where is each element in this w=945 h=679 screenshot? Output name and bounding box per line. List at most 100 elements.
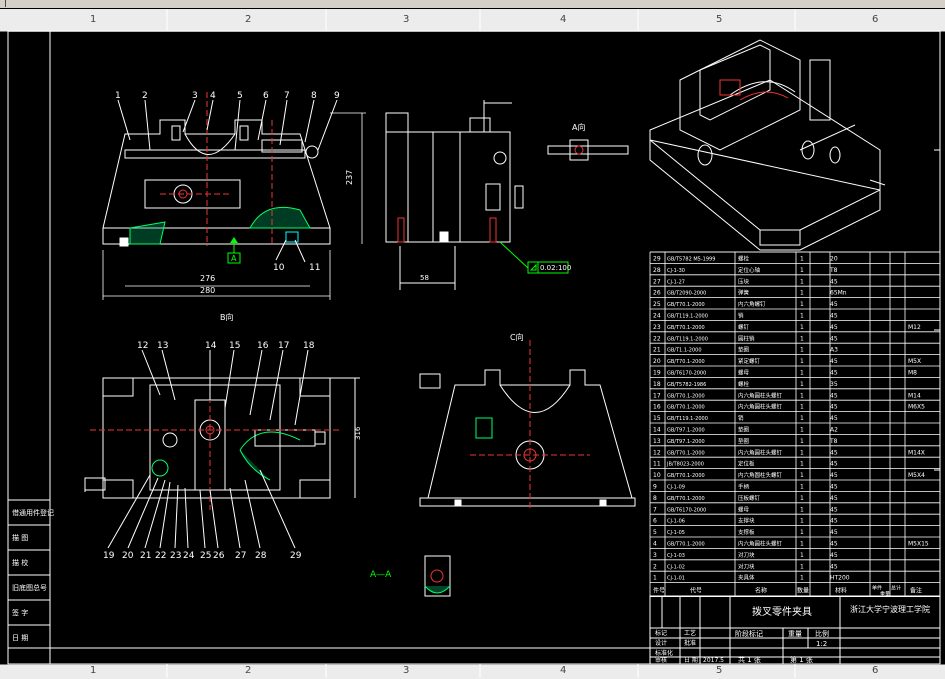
balloon-number: 12 (137, 341, 148, 351)
view-a-detail (547, 139, 629, 161)
bom-row-qty: 1 (800, 427, 804, 434)
bom-row-name: 垫圈 (738, 346, 750, 354)
right-edge-ticks (934, 149, 940, 471)
side-view (385, 100, 524, 290)
grid-column-label-bottom: 6 (872, 665, 879, 676)
grid-column-label-bottom: 5 (716, 665, 723, 676)
balloon-number: 9 (334, 91, 340, 101)
bom-row-material: T8 (829, 438, 838, 445)
marks-label: 标记 (655, 629, 667, 637)
balloon-number: 8 (311, 91, 317, 101)
balloon-number: 2 (142, 91, 148, 101)
bom-row-material: 45 (830, 404, 838, 411)
bom-row-material: 45 (830, 529, 838, 536)
sheet-total: 共 1 张 (738, 655, 761, 664)
bom-row-number: 3 (653, 552, 657, 559)
bom-row-material: 45 (830, 335, 838, 342)
grid-column-label-top: 1 (90, 14, 97, 25)
bom-row-note: M8 (908, 370, 917, 377)
view-a-label: A向 (572, 122, 585, 132)
bom-row-qty: 1 (800, 324, 804, 331)
grid-column-label-bottom: 3 (403, 665, 410, 676)
balloon-number: 17 (278, 341, 289, 351)
isometric-view (649, 39, 886, 251)
bom-row-material: 45 (830, 370, 838, 377)
stage-label: 阶段标记 (735, 629, 763, 638)
bom-row-name: 紧定螺钉 (738, 357, 761, 365)
bom-row-code: CJ-1-30 (667, 268, 685, 274)
bom-row-name: 压板螺钉 (738, 494, 761, 502)
left-panel-label: 描 校 (12, 558, 28, 567)
bom-row-name: 螺栓 (738, 380, 750, 388)
bom-row-material: 45 (830, 461, 838, 468)
bom-row-qty: 1 (800, 301, 804, 308)
bom-row-name: 螺钉 (738, 323, 750, 331)
drawing-title: 拨叉零件夹具 (752, 605, 812, 618)
bom-row-qty: 1 (800, 575, 804, 582)
bom-row-number: 11 (653, 461, 661, 468)
balloon-number: 25 (200, 551, 211, 561)
bom-row-code: GB/T2090-2000 (667, 291, 706, 297)
bom-row-code: CJ-1-02 (667, 564, 685, 570)
grid-column-label-top: 6 (872, 14, 879, 25)
dim-276: 276 (200, 274, 215, 283)
bom-row-name: 内六角圆柱头螺钉 (738, 540, 783, 548)
section-label: A—A (370, 570, 392, 580)
bom-row-code: CJ-1-27 (667, 279, 685, 285)
bom-row-number: 1 (653, 575, 657, 582)
bom-row-name: 销 (738, 414, 744, 422)
bom-row-name: 支撑块 (738, 517, 755, 525)
audit-label: 审核 (655, 656, 667, 664)
bom-row-number: 17 (653, 392, 661, 399)
balloon-number: 27 (235, 551, 246, 561)
design-label: 设计 (655, 639, 667, 647)
view-c (419, 340, 636, 510)
bom-row-material: 45 (830, 358, 838, 365)
bom-header-qty: 数量 (797, 587, 809, 595)
bom-row-qty: 1 (800, 392, 804, 399)
bom-row-name: 内六角圆柱头螺钉 (738, 448, 783, 456)
std-label: 标准化 (655, 649, 673, 657)
bom-row-number: 2 (653, 563, 657, 570)
balloon-number: 16 (257, 341, 269, 351)
balloon-number: 19 (103, 551, 115, 561)
bom-header-note: 备注 (910, 587, 922, 595)
left-panel-label: 借通用件登记 (12, 508, 54, 517)
school-name: 浙江大学宁波理工学院 (850, 604, 930, 614)
bom-row-code: CJ-1-05 (667, 530, 685, 536)
bom-row-code: GB/T70.1-2000 (667, 496, 705, 502)
bom-header-code: 代号 (690, 587, 702, 595)
bom-row-name: 螺栓 (738, 255, 750, 263)
process-label: 工艺 (684, 629, 696, 637)
menu-item[interactable]: | (4, 0, 7, 7)
bom-row-note: M14 (908, 392, 921, 399)
bom-row-number: 9 (653, 484, 657, 491)
top-view (84, 370, 360, 510)
bom-row-note: M14X (908, 449, 925, 456)
bom-row-code: GB/T70.1-2000 (667, 359, 705, 365)
bom-row-code: GB/T70.1-2000 (667, 450, 705, 456)
grid-column-label-bottom: 4 (560, 665, 567, 676)
bom-row-qty: 1 (800, 381, 804, 388)
bom-row-name: 压块 (738, 277, 750, 285)
bom-row-material: 45 (830, 472, 838, 479)
balloon-number: 1 (115, 91, 121, 101)
bom-row-qty: 1 (800, 518, 804, 525)
bom-row-qty: 1 (800, 552, 804, 559)
tolerance-frame: 0.02:100 (499, 241, 571, 274)
bom-row-name: 内六角螺钉 (738, 300, 766, 308)
bom-row-material: 45 (830, 563, 838, 570)
bom-row-name: 垫圈 (738, 437, 750, 445)
bom-row-material: 45 (830, 313, 838, 320)
bom-row-code: GB/T119.1-2000 (667, 336, 708, 342)
bom-row-qty: 1 (800, 541, 804, 548)
balloon-number: 29 (290, 551, 302, 561)
bom-header-total-weight: 总计 (891, 585, 901, 592)
datum-A: A (227, 237, 241, 264)
bom-row-qty: 1 (800, 347, 804, 354)
bom-row-note: M5X4 (908, 472, 925, 479)
bom-header-no: 件号 (653, 587, 665, 595)
bom-row-number: 25 (653, 301, 661, 308)
